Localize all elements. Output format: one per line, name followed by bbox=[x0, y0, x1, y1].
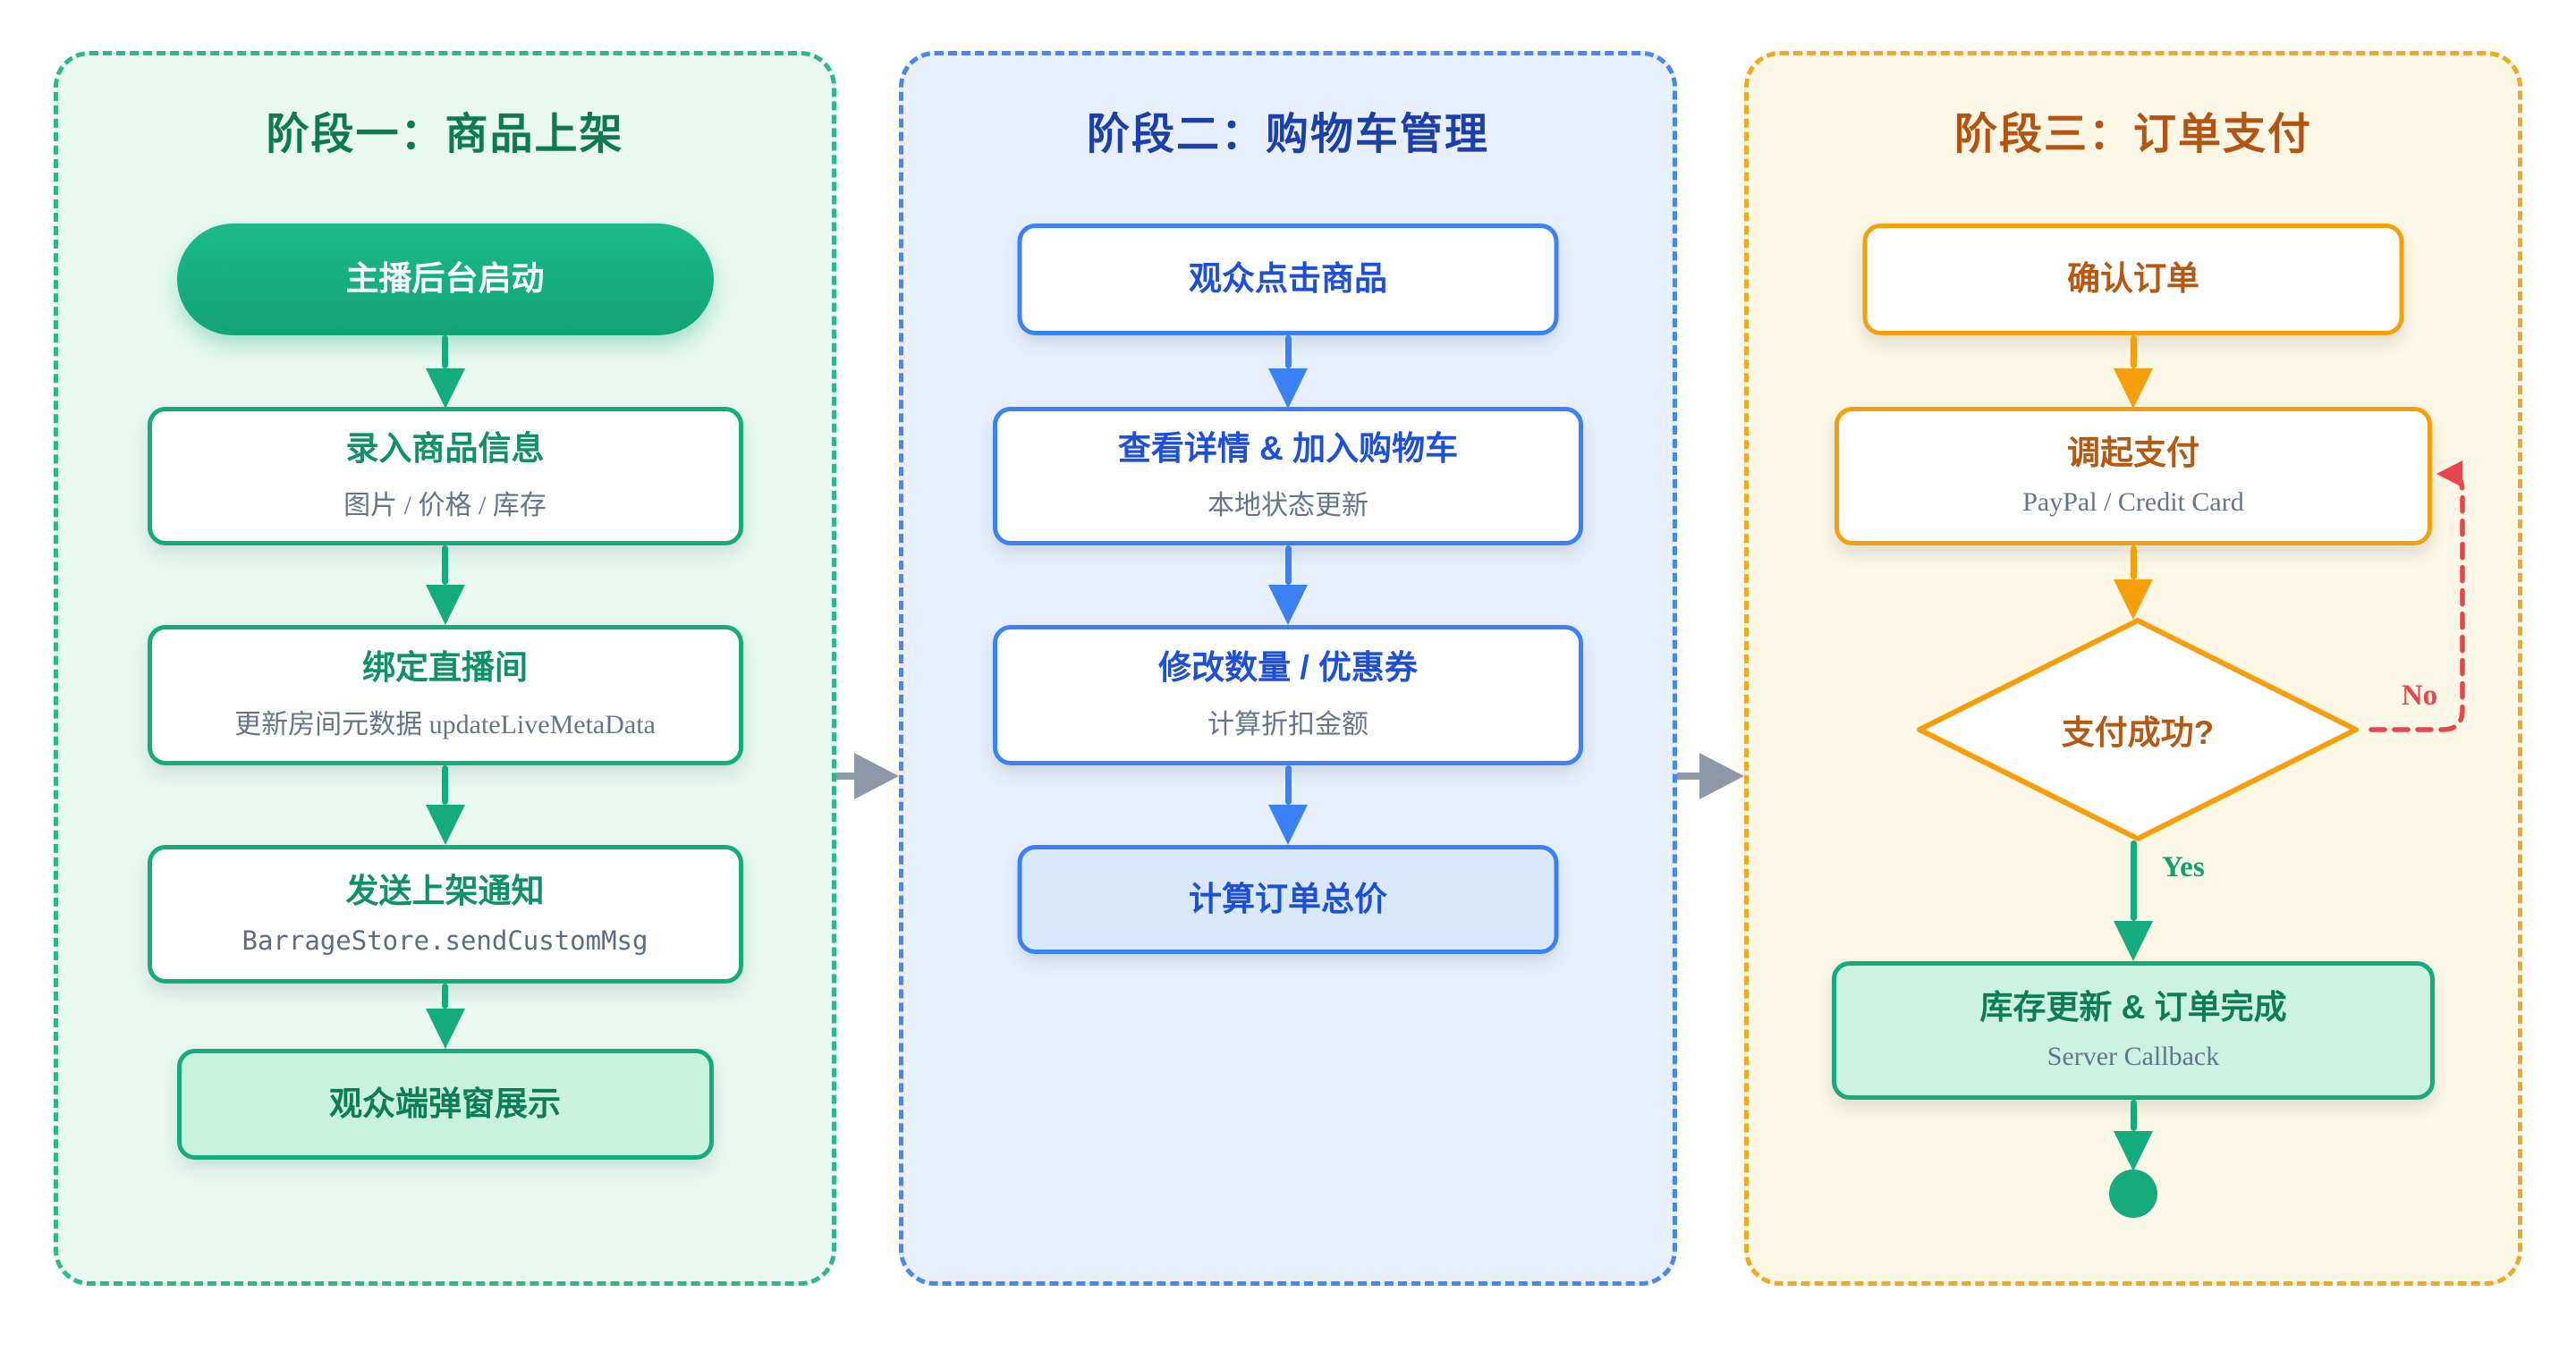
no-retry-path bbox=[2368, 460, 2465, 732]
node-title: 确认订单 bbox=[2067, 260, 2199, 298]
stage2-to-stage3-arrow bbox=[1677, 752, 1744, 800]
arrow-stem bbox=[2130, 840, 2137, 921]
node-calc-order-total: 计算订单总价 bbox=[1017, 845, 1559, 954]
node-stock-update-order-complete: 库存更新 & 订单完成 Server Callback bbox=[1832, 961, 2435, 1100]
node-title: 计算订单总价 bbox=[1189, 880, 1387, 917]
node-title: 修改数量 / 优惠券 bbox=[1158, 649, 1418, 687]
node-subtitle: 更新房间元数据 updateLiveMetaData bbox=[234, 709, 656, 739]
node-title: 发送上架通知 bbox=[345, 873, 545, 910]
flow-arrow bbox=[2114, 545, 2153, 620]
node-viewer-click-product: 观众点击商品 bbox=[1017, 224, 1559, 335]
node-subtitle: 图片 / 价格 / 库存 bbox=[343, 490, 547, 520]
node-title: 主播后台启动 bbox=[345, 260, 545, 298]
node-title: 录入商品信息 bbox=[345, 430, 545, 468]
flow-arrow bbox=[425, 984, 465, 1049]
flow-arrow bbox=[425, 335, 465, 409]
node-anchor-backstage-start: 主播后台启动 bbox=[176, 224, 714, 335]
node-title: 绑定直播间 bbox=[362, 649, 528, 687]
panel-stage3-payment: 阶段三：订单支付 确认订单 调起支付 PayPal / Credit Card … bbox=[1744, 51, 2522, 1286]
label-yes: Yes bbox=[2162, 851, 2205, 883]
node-subtitle: 计算折扣金额 bbox=[1208, 709, 1368, 739]
node-invoke-payment: 调起支付 PayPal / Credit Card bbox=[1835, 407, 2432, 545]
flow-arrow bbox=[2114, 335, 2153, 409]
panel-stage2-cart: 阶段二：购物车管理 观众点击商品 查看详情 & 加入购物车 本地状态更新 修改数… bbox=[899, 51, 1677, 1286]
arrow-stem bbox=[1284, 335, 1292, 368]
arrow-stem bbox=[1284, 765, 1292, 805]
label-no: No bbox=[2401, 680, 2438, 712]
flow-arrow bbox=[2114, 1100, 2153, 1171]
yes-branch-arrow bbox=[2114, 840, 2153, 961]
connector-arrow-head-icon bbox=[1699, 753, 1744, 799]
arrow-head-icon bbox=[1268, 805, 1308, 845]
arrow-head-icon bbox=[2114, 921, 2153, 961]
arrow-head-icon bbox=[2114, 368, 2153, 409]
arrow-stem bbox=[2130, 335, 2137, 368]
connector-dash bbox=[836, 773, 854, 780]
arrow-stem bbox=[1284, 545, 1292, 585]
node-title: 观众点击商品 bbox=[1189, 260, 1387, 298]
diamond-shape bbox=[1917, 618, 2359, 841]
panel-stage1-listing: 阶段一：商品上架 主播后台启动 录入商品信息 图片 / 价格 / 库存 绑定直播… bbox=[54, 51, 836, 1286]
connector-arrow-head-icon bbox=[854, 753, 899, 799]
arrow-head-icon bbox=[1268, 368, 1308, 409]
arrow-head-icon bbox=[425, 805, 465, 845]
stage2-title: 阶段二：购物车管理 bbox=[1086, 111, 1489, 158]
node-title: 调起支付 bbox=[2067, 435, 2199, 472]
stage3-title: 阶段三：订单支付 bbox=[1953, 111, 2312, 158]
decision-payment-success: 支付成功? bbox=[1914, 615, 2361, 844]
node-view-details-add-cart: 查看详情 & 加入购物车 本地状态更新 bbox=[993, 407, 1583, 545]
arrow-head-icon bbox=[425, 585, 465, 625]
no-arrow-head-icon bbox=[2436, 460, 2462, 487]
node-enter-product-info: 录入商品信息 图片 / 价格 / 库存 bbox=[147, 407, 743, 545]
arrow-head-icon bbox=[425, 1009, 465, 1049]
flow-arrow bbox=[1268, 335, 1308, 409]
node-bind-live-room: 绑定直播间 更新房间元数据 updateLiveMetaData bbox=[147, 625, 743, 765]
arrow-head-icon bbox=[1268, 585, 1308, 625]
node-title: 查看详情 & 加入购物车 bbox=[1117, 430, 1459, 468]
arrow-stem bbox=[2130, 1100, 2137, 1131]
arrow-stem bbox=[442, 545, 448, 585]
arrow-stem bbox=[442, 984, 448, 1009]
node-subtitle: Server Callback bbox=[2046, 1041, 2220, 1071]
flow-arrow bbox=[1268, 545, 1308, 625]
stage1-to-stage2-arrow bbox=[836, 752, 899, 800]
node-subtitle-code: BarrageStore.sendCustomMsg bbox=[242, 925, 648, 956]
end-state-dot bbox=[2109, 1170, 2157, 1218]
arrow-stem bbox=[442, 335, 448, 368]
flow-arrow bbox=[425, 765, 465, 845]
arrow-head-icon bbox=[2114, 579, 2153, 620]
node-confirm-order: 确认订单 bbox=[1862, 224, 2404, 335]
node-subtitle: 本地状态更新 bbox=[1208, 490, 1368, 520]
arrow-head-icon bbox=[2114, 1131, 2153, 1171]
flow-arrow bbox=[1268, 765, 1308, 845]
flow-arrow bbox=[425, 545, 465, 625]
decision-label: 支付成功? bbox=[2061, 714, 2215, 751]
node-modify-quantity-coupon: 修改数量 / 优惠券 计算折扣金额 bbox=[993, 625, 1583, 765]
connector-dash bbox=[1677, 773, 1699, 780]
node-send-listing-notice: 发送上架通知 BarrageStore.sendCustomMsg bbox=[147, 845, 743, 984]
node-subtitle: PayPal / Credit Card bbox=[2022, 486, 2244, 517]
arrow-stem bbox=[442, 765, 448, 805]
stage1-title: 阶段一：商品上架 bbox=[266, 111, 624, 158]
arrow-stem bbox=[2130, 545, 2137, 579]
arrow-head-icon bbox=[425, 368, 465, 409]
node-viewer-popup-display: 观众端弹窗展示 bbox=[176, 1049, 714, 1160]
node-title: 观众端弹窗展示 bbox=[329, 1085, 561, 1122]
node-title: 库存更新 & 订单完成 bbox=[1979, 989, 2287, 1026]
